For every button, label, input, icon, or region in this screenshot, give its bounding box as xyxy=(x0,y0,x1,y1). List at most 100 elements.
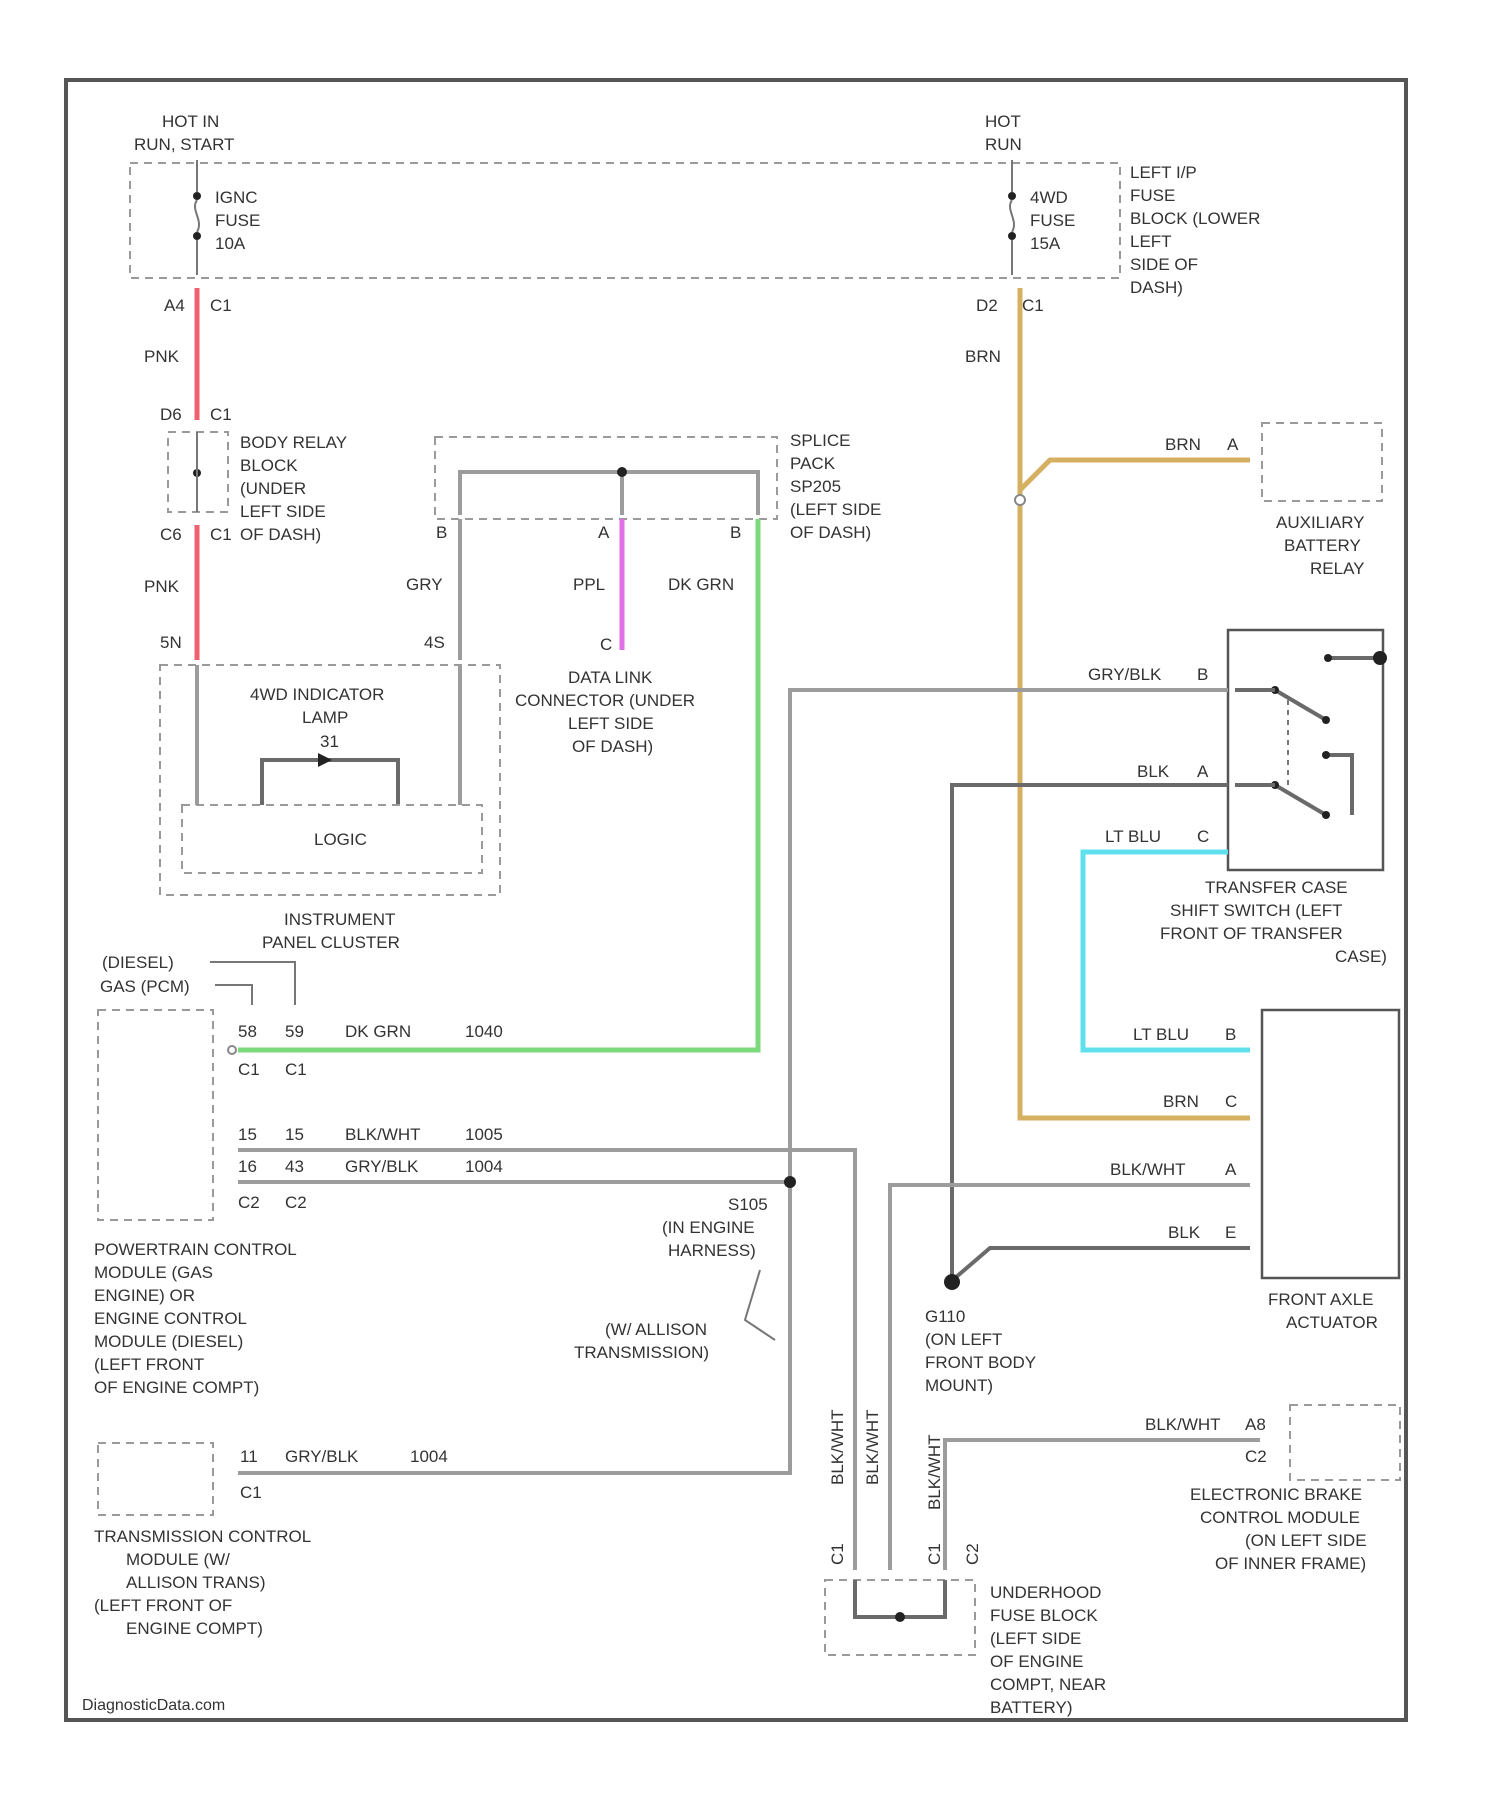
gry-wire-label: GRY xyxy=(406,575,443,594)
allison-label-2: TRANSMISSION) xyxy=(574,1343,709,1362)
body-relay-label-5: OF DASH) xyxy=(240,525,321,544)
blk-actuator-wire xyxy=(955,1248,1250,1278)
ppl-wire-label: PPL xyxy=(573,575,605,594)
body-relay-label-2: BLOCK xyxy=(240,456,298,475)
transfer-switch-label-3: FRONT OF TRANSFER xyxy=(1160,924,1343,943)
pin-d2: D2 xyxy=(976,296,998,315)
tcm-label-1: TRANSMISSION CONTROL xyxy=(94,1527,311,1546)
splice-label-3: SP205 xyxy=(790,477,841,496)
body-relay-pin-bottom: C6 xyxy=(160,525,182,544)
fuse-block-label-2: FUSE xyxy=(1130,186,1175,205)
fuse-block-label-6: DASH) xyxy=(1130,278,1183,297)
pcm-row3-wire: GRY/BLK xyxy=(345,1157,419,1176)
actuator-pin-e: E xyxy=(1225,1223,1236,1242)
watermark: DiagnosticData.com xyxy=(82,1697,225,1714)
pcm-conn2-b: C2 xyxy=(285,1193,307,1212)
splice-label-4: (LEFT SIDE xyxy=(790,500,881,519)
splice-label-2: PACK xyxy=(790,454,836,473)
fuse-left-symbol xyxy=(195,200,199,232)
dlc-pin: C xyxy=(600,635,612,654)
splice-label-1: SPLICE xyxy=(790,431,850,450)
blk-wht-ebcm-wire xyxy=(945,1440,1260,1570)
s105-label-3: HARNESS) xyxy=(668,1241,756,1260)
underhood-bus xyxy=(855,1580,945,1617)
ebcm-label-4: OF INNER FRAME) xyxy=(1215,1554,1366,1573)
dlc-label-2: CONNECTOR (UNDER xyxy=(515,691,695,710)
actuator-pin-c: C xyxy=(1225,1092,1237,1111)
cluster-logic-label: LOGIC xyxy=(314,830,367,849)
actuator-wire-c: BRN xyxy=(1163,1092,1199,1111)
fuse-left-label-1: IGNC xyxy=(215,188,258,207)
g110-label-4: MOUNT) xyxy=(925,1376,993,1395)
fuse-right-label-1: 4WD xyxy=(1030,188,1068,207)
pcm-conn1-a: C1 xyxy=(238,1060,260,1079)
pink-wire-upper-label: PNK xyxy=(144,347,180,366)
body-relay-label-1: BODY RELAY xyxy=(240,433,347,452)
pcm-label-2: MODULE (GAS xyxy=(94,1263,213,1282)
transfer-switch-box xyxy=(1228,630,1383,870)
actuator-label-1: FRONT AXLE xyxy=(1268,1290,1374,1309)
pcm-label-6: (LEFT FRONT xyxy=(94,1355,204,1374)
underhood-label-1: UNDERHOOD xyxy=(990,1583,1101,1602)
pink-wire-lower-label: PNK xyxy=(144,577,180,596)
pcm-row1-circuit: 1040 xyxy=(465,1022,503,1041)
brn-main-wire-label: BRN xyxy=(965,347,1001,366)
underhood-label-2: FUSE BLOCK xyxy=(990,1606,1098,1625)
ebcm-box xyxy=(1290,1405,1400,1480)
indicator-lamp-circuit xyxy=(262,760,398,805)
pcm-row1-pin-b: 59 xyxy=(285,1022,304,1041)
fuse-right-label-3: 15A xyxy=(1030,234,1061,253)
tcm-row-wire: GRY/BLK xyxy=(285,1447,359,1466)
ebcm-conn: C2 xyxy=(1245,1447,1267,1466)
transfer-switch-label-1: TRANSFER CASE xyxy=(1205,878,1348,897)
fuse-block-box xyxy=(130,163,1120,278)
tcm-label-4: (LEFT FRONT OF xyxy=(94,1596,232,1615)
hot-run-label-2: RUN xyxy=(985,135,1022,154)
pcm-row2-circuit: 1005 xyxy=(465,1125,503,1144)
underhood-pin3: C2 xyxy=(963,1543,982,1565)
g110-ground-dot xyxy=(944,1274,960,1290)
pcm-row3-pin-a: 16 xyxy=(238,1157,257,1176)
cluster-pin-left: 5N xyxy=(160,633,182,652)
body-relay-label-3: (UNDER xyxy=(240,479,306,498)
aux-relay-wire: BRN xyxy=(1165,435,1201,454)
actuator-pin-b: B xyxy=(1225,1025,1236,1044)
pcm-label-5: MODULE (DIESEL) xyxy=(94,1332,243,1351)
pcm-conn2-a: C2 xyxy=(238,1193,260,1212)
pcm-row3-circuit: 1004 xyxy=(465,1157,503,1176)
ebcm-wire: BLK/WHT xyxy=(1145,1415,1221,1434)
underhood-label-6: BATTERY) xyxy=(990,1698,1073,1717)
ebcm-pin: A8 xyxy=(1245,1415,1266,1434)
pcm-row1-pin-a: 58 xyxy=(238,1022,257,1041)
ebcm-label-1: ELECTRONIC BRAKE xyxy=(1190,1485,1362,1504)
underhood-pin2: C1 xyxy=(925,1543,944,1565)
brn-main-wire xyxy=(1020,288,1250,1118)
fuse-right-symbol xyxy=(1010,200,1014,232)
pcm-row1-wire: DK GRN xyxy=(345,1022,411,1041)
body-relay-pin-top: D6 xyxy=(160,405,182,424)
aux-relay-box xyxy=(1262,423,1382,501)
splice-label-5: OF DASH) xyxy=(790,523,871,542)
s105-splice-dot xyxy=(784,1176,796,1188)
brn-aux-wire xyxy=(1020,460,1250,490)
cluster-lamp-label-2: LAMP xyxy=(302,708,348,727)
ebcm-label-3: (ON LEFT SIDE xyxy=(1245,1531,1367,1550)
cluster-pin-right: 4S xyxy=(424,633,445,652)
dlc-label-3: LEFT SIDE xyxy=(568,714,654,733)
underhood-pin1: C1 xyxy=(828,1543,847,1565)
cluster-lamp-number: 31 xyxy=(320,732,339,751)
hot-run-start-label-2: RUN, START xyxy=(134,135,234,154)
tcm-row-pin: 11 xyxy=(240,1447,258,1466)
underhood-wire1: BLK/WHT xyxy=(828,1409,847,1485)
pcm-label-1: POWERTRAIN CONTROL xyxy=(94,1240,297,1259)
dk-grn-wire xyxy=(238,519,758,1050)
pcm-note-diesel: (DIESEL) xyxy=(102,953,174,972)
switch-pin3: C xyxy=(1197,827,1209,846)
allison-label-1: (W/ ALLISON xyxy=(605,1320,707,1339)
cluster-label-1: INSTRUMENT xyxy=(284,910,395,929)
fuse-block-label-4: LEFT xyxy=(1130,232,1172,251)
transfer-switch-label-4: CASE) xyxy=(1335,947,1387,966)
pcm-row2-pin-b: 15 xyxy=(285,1125,304,1144)
underhood-label-4: OF ENGINE xyxy=(990,1652,1084,1671)
underhood-label-3: (LEFT SIDE xyxy=(990,1629,1081,1648)
